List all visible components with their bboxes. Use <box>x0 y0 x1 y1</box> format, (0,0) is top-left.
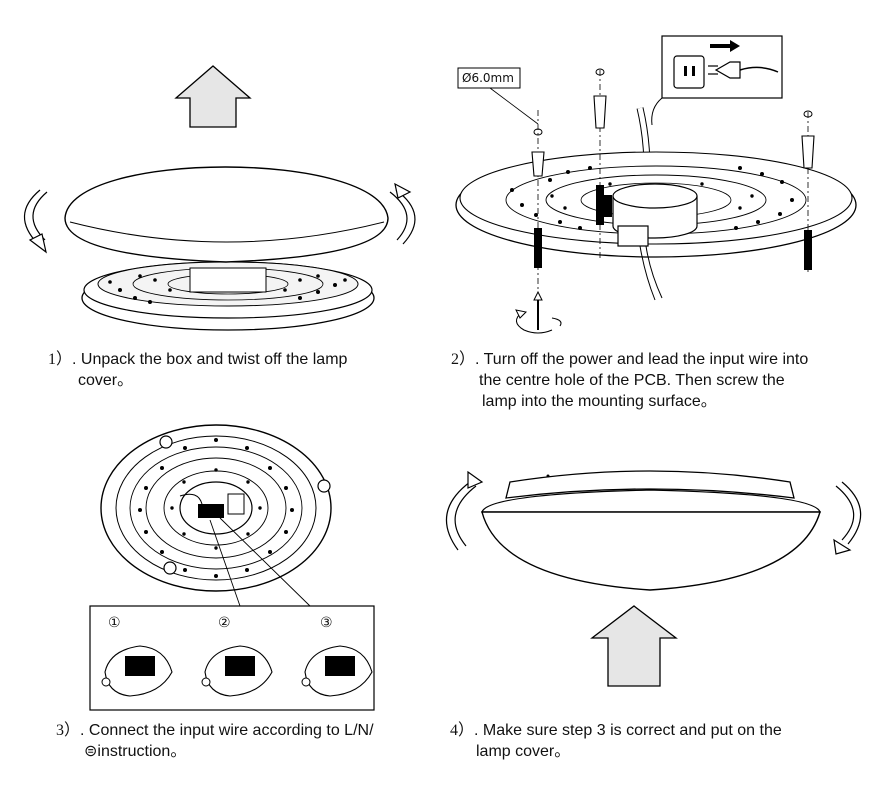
rotate-left-icon <box>445 470 484 551</box>
step3-text-line2: instruction。 <box>97 743 187 760</box>
ground-icon: ⊜ <box>84 743 98 760</box>
rotate-left-icon <box>23 189 48 254</box>
connector-number-3: ③ <box>320 615 333 631</box>
step2-caption: 2）. Turn off the power and lead the inpu… <box>451 349 881 412</box>
drill-size-label: Ø6.0mm <box>462 71 514 85</box>
step1-text: . Unpack the box and twist off the lamp <box>72 351 348 368</box>
step2-text-line3: lamp into the mounting surface。 <box>482 393 717 410</box>
step1-number: 1） <box>48 351 73 368</box>
step1-caption: 1）. Unpack the box and twist off the lam… <box>48 349 428 391</box>
connector-number-1: ① <box>108 615 121 631</box>
step3-illustration: ① ② ③ <box>80 410 450 715</box>
lamp-base-top-view <box>100 424 332 592</box>
step2-number: 2） <box>451 351 476 368</box>
mounting-base <box>455 151 857 301</box>
step4-number: 4） <box>450 722 475 739</box>
step2-illustration: Ø6.0mm <box>440 0 888 345</box>
step3-text: . Connect the input wire according to L/… <box>80 722 374 739</box>
lamp-cover-side-view <box>481 470 821 591</box>
step3-drawing <box>89 424 375 711</box>
rotate-screw-icon <box>515 309 562 334</box>
connector-number-2: ② <box>218 615 231 631</box>
connector-1 <box>101 645 173 697</box>
lamp-cover <box>64 166 389 263</box>
arrow-up-icon <box>590 605 678 687</box>
rotate-right-icon <box>389 182 416 245</box>
step2-drawing <box>455 35 857 334</box>
connector-2 <box>201 645 273 697</box>
lamp-base <box>81 261 375 331</box>
rotate-right-icon <box>833 481 862 555</box>
step2-text-line2: the centre hole of the PCB. Then screw t… <box>479 372 785 389</box>
step3-number: 3） <box>56 722 81 739</box>
connector-3 <box>301 645 373 697</box>
step4-text: . Make sure step 3 is correct and put on… <box>474 722 782 739</box>
step3-caption: 3）. Connect the input wire according to … <box>56 720 446 762</box>
step1-drawing <box>23 65 416 331</box>
step2-text: . Turn off the power and lead the input … <box>475 351 809 368</box>
screw-icon <box>533 185 812 330</box>
drill-label <box>457 67 539 125</box>
step4-text-line2: lamp cover。 <box>476 743 571 760</box>
step1-text-line2: cover。 <box>78 372 134 389</box>
step4-drawing <box>445 470 862 687</box>
step1-illustration <box>0 0 440 340</box>
plug-socket-box <box>651 35 783 126</box>
step4-caption: 4）. Make sure step 3 is correct and put … <box>450 720 880 762</box>
plug-icon <box>708 61 779 79</box>
step4-illustration <box>430 460 888 705</box>
socket-icon <box>673 55 705 89</box>
arrow-up-icon <box>174 65 252 128</box>
